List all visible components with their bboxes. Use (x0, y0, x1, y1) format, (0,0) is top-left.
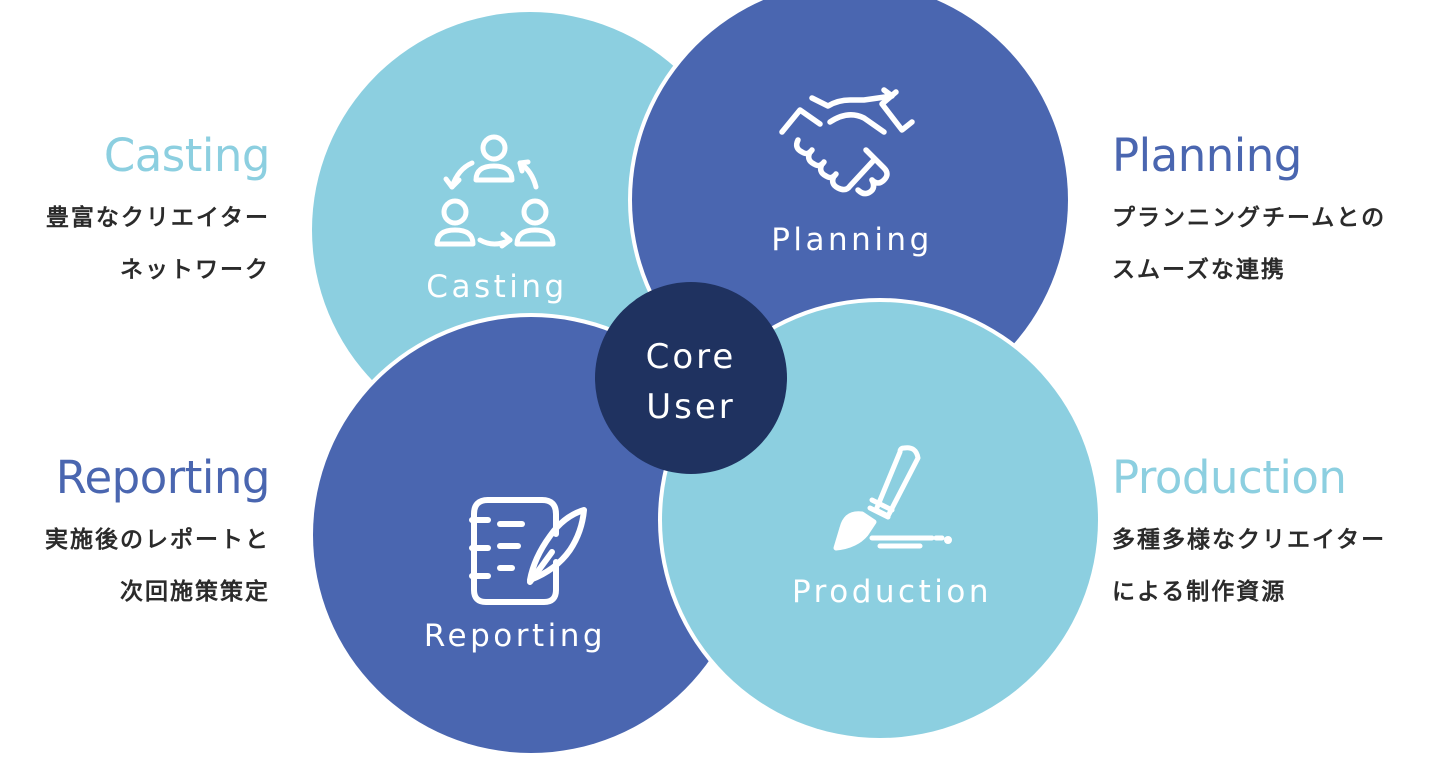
reporting-desc-line1: 実施後のレポートと (45, 527, 270, 553)
core-circle-shape (595, 282, 787, 474)
planning-desc-line2: スムーズな連携 (1112, 257, 1286, 283)
planning-desc-line1: プランニングチームとの (1112, 205, 1387, 231)
production-description: Production 多種多様なクリエイター による制作資源 (1112, 450, 1432, 618)
production-desc: 多種多様なクリエイター による制作資源 (1112, 514, 1432, 618)
production-circle-label: Production (792, 574, 992, 610)
planning-title: Planning (1112, 129, 1302, 182)
notebook-quill-icon (469, 497, 587, 605)
core-user-circle: Core User (595, 282, 787, 474)
casting-circle-label: Casting (426, 269, 567, 305)
core-label-line2: User (646, 387, 736, 427)
planning-circle-label: Planning (771, 222, 933, 258)
casting-description: Casting 豊富なクリエイター ネットワーク (0, 128, 271, 296)
handshake-icon (779, 87, 915, 197)
reporting-title: Reporting (55, 451, 271, 504)
planning-description: Planning プランニングチームとの スムーズな連携 (1112, 128, 1432, 296)
reporting-desc: 実施後のレポートと 次回施策策定 (0, 514, 270, 618)
core-label-line1: Core (646, 337, 737, 377)
casting-desc-line2: ネットワーク (120, 257, 270, 283)
production-desc-line1: 多種多様なクリエイター (1112, 527, 1387, 553)
paintbrush-icon (833, 445, 952, 551)
casting-desc-line1: 豊富なクリエイター (45, 205, 270, 231)
reporting-desc-line2: 次回施策策定 (120, 579, 270, 605)
casting-title: Casting (103, 129, 271, 182)
production-desc-line2: による制作資源 (1112, 579, 1287, 605)
casting-desc: 豊富なクリエイター ネットワーク (0, 192, 270, 296)
reporting-circle-label: Reporting (424, 618, 606, 654)
reporting-description: Reporting 実施後のレポートと 次回施策策定 (0, 450, 271, 618)
planning-desc: プランニングチームとの スムーズな連携 (1112, 192, 1432, 296)
production-title: Production (1112, 451, 1347, 504)
people-cycle-icon (434, 134, 556, 249)
